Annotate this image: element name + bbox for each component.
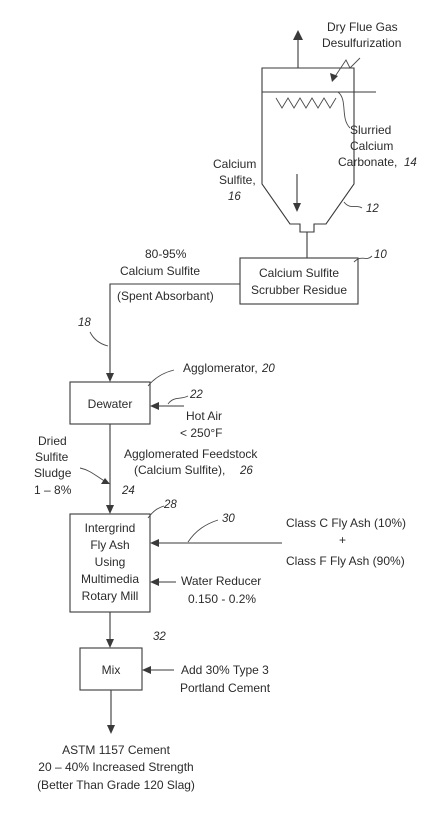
line-18-ref: 18 <box>78 317 91 329</box>
spent-label-1: 80-95% <box>145 247 187 261</box>
line-18-leader <box>89 331 109 347</box>
dry-flue-gas-label-1: Dry Flue Gas <box>327 20 398 34</box>
output-label-2: 20 – 40% Increased Strength <box>38 760 193 774</box>
feedstock-label-2: (Calcium Sulfite), <box>134 463 225 477</box>
output-label-3: (Better Than Grade 120 Slag) <box>37 778 195 792</box>
slurried-label-1: Slurried <box>350 123 391 137</box>
slurried-leader <box>337 91 351 129</box>
calcium-sulfite-label-1: Calcium <box>213 157 256 171</box>
fly-ash-ref: 30 <box>222 513 235 525</box>
flue-gas-leader <box>333 57 361 79</box>
scrubber-tower <box>261 30 376 258</box>
slurried-label-2: Calcium <box>350 139 393 153</box>
water-reducer-label-1: Water Reducer <box>181 574 261 588</box>
dried-label-1: Dried <box>38 434 67 448</box>
water-reducer-label-2: 0.150 - 0.2% <box>188 592 256 606</box>
dried-leader <box>79 467 107 483</box>
mill-box-line-1: Intergrind <box>85 521 136 535</box>
mill-box-line-2: Fly Ash <box>90 538 129 552</box>
dried-label-4: 1 – 8% <box>34 483 72 497</box>
output-label-1: ASTM 1157 Cement <box>62 743 170 757</box>
mill-box-line-5: Rotary Mill <box>82 589 139 603</box>
agglomerator-label: Agglomerator, <box>183 361 258 375</box>
hot-air-ref-leader <box>167 395 189 405</box>
dried-ref: 24 <box>121 485 135 497</box>
feedstock-label-1: Agglomerated Feedstock <box>124 447 258 461</box>
cement-label-2: Portland Cement <box>180 681 271 695</box>
hot-air-label-2: < 250°F <box>180 426 223 440</box>
mill-box-line-3: Using <box>95 555 126 569</box>
residue-ref-leader <box>353 255 373 263</box>
spent-label-2: Calcium Sulfite <box>120 264 200 278</box>
class-f-label: Class F Fly Ash (90%) <box>286 554 405 568</box>
mill-box-line-4: Multimedia <box>81 572 139 586</box>
mill-ref: 28 <box>163 499 177 511</box>
dried-label-3: Sludge <box>34 466 72 480</box>
spent-label-3: (Spent Absorbant) <box>117 289 214 303</box>
mix-ref: 32 <box>153 631 166 643</box>
slurried-ref: 14 <box>404 157 417 169</box>
cement-label-1: Add 30% Type 3 <box>181 663 269 677</box>
residue-box-line-1: Calcium Sulfite <box>259 266 339 280</box>
slurried-label-3: Carbonate, <box>338 155 397 169</box>
hot-air-ref: 22 <box>189 389 203 401</box>
plus-label: + <box>339 533 346 547</box>
class-c-label: Class C Fly Ash (10%) <box>286 516 406 530</box>
feedstock-ref: 26 <box>239 465 253 477</box>
fly-ash-ref-leader <box>187 519 219 543</box>
hot-air-label-1: Hot Air <box>186 409 222 423</box>
residue-ref: 10 <box>374 249 387 261</box>
spent-absorbant-line <box>109 283 240 376</box>
dry-flue-gas-label-2: Desulfurization <box>322 36 401 50</box>
tower-ref-leader <box>343 201 363 209</box>
mix-box-label: Mix <box>102 663 121 677</box>
mill-ref-leader <box>147 505 165 519</box>
calcium-sulfite-label-2: Sulfite, <box>219 173 256 187</box>
tower-ref: 12 <box>366 203 379 215</box>
dewater-box-label: Dewater <box>88 397 133 411</box>
dried-label-2: Sulfite <box>35 450 69 464</box>
agglomerator-leader <box>147 369 175 387</box>
scrubber-residue-box <box>239 257 359 305</box>
residue-box-line-2: Scrubber Residue <box>251 283 347 297</box>
agglomerator-ref: 20 <box>261 363 275 375</box>
calcium-sulfite-ref: 16 <box>228 191 241 203</box>
mix-box <box>79 647 143 691</box>
